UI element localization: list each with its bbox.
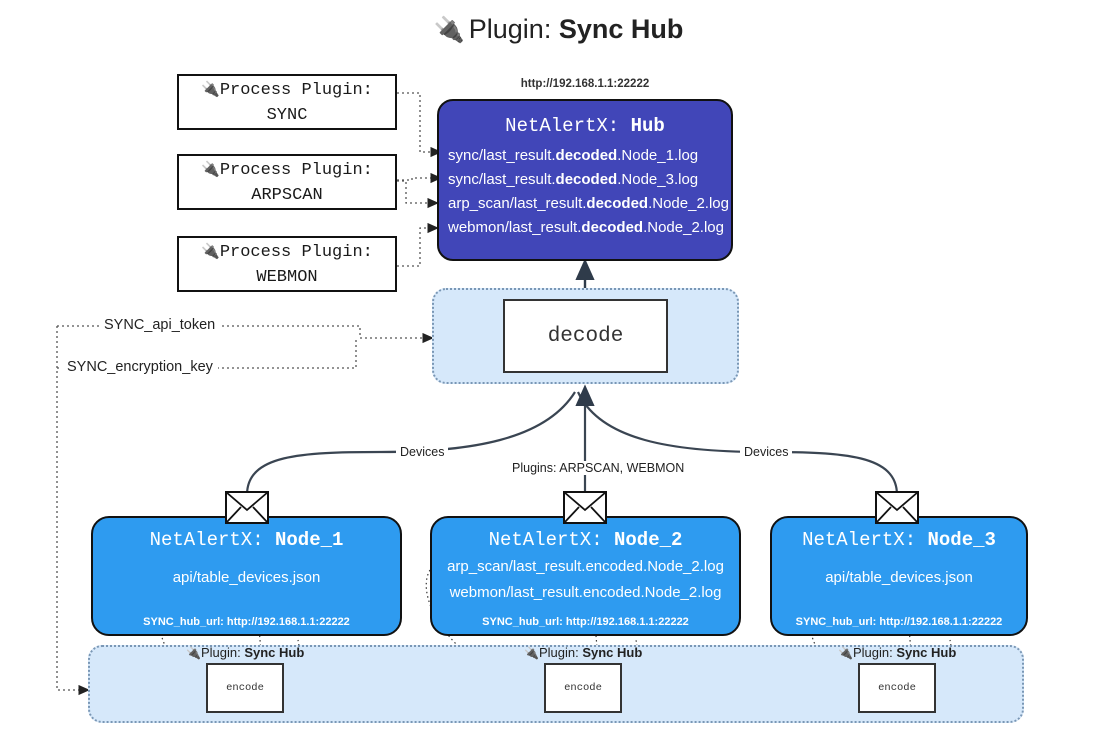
- title-prefix: Plugin:: [468, 14, 559, 44]
- plugin-zone-label-2: 🔌Plugin: Sync Hub: [524, 645, 643, 660]
- node-line: api/table_devices.json: [172, 569, 321, 586]
- plug-icon: 🔌: [201, 241, 220, 260]
- node-hub-url: SYNC_hub_url: http://192.168.1.1:22222: [795, 616, 1003, 628]
- plugin-zone-label-1: 🔌Plugin: Sync Hub: [186, 645, 305, 660]
- node-line: api/table_devices.json: [825, 569, 973, 586]
- encode-box-node-2[interactable]: encode: [544, 663, 622, 713]
- process-plugin-value: ARPSCAN: [251, 185, 323, 205]
- node-hub-url: SYNC_hub_url: http://192.168.1.1:22222: [482, 616, 689, 628]
- plugins-label-center: Plugins: ARPSCAN, WEBMON: [508, 461, 689, 475]
- encode-box-node-3[interactable]: encode: [858, 663, 936, 713]
- process-plugin-box-sync[interactable]: 🔌Process Plugin: SYNC: [177, 74, 397, 130]
- hub-log-line: sync/last_result.decoded.Node_3.log: [448, 171, 699, 188]
- process-plugin-label: Process Plugin:: [219, 242, 373, 262]
- plug-icon: 🔌: [524, 646, 539, 660]
- process-plugin-box-webmon[interactable]: 🔌Process Plugin: WEBMON: [177, 236, 397, 292]
- devices-label-right: Devices: [740, 445, 793, 459]
- hub-url-label: http://192.168.1.1:22222: [520, 78, 650, 90]
- node-line: webmon/last_result.encoded.Node_2.log: [449, 584, 722, 601]
- plug-icon: 🔌: [186, 646, 201, 660]
- hub-log-line: webmon/last_result.decoded.Node_2.log: [448, 219, 724, 236]
- plug-icon: 🔌: [433, 16, 465, 44]
- page-title: 🔌Plugin: Sync Hub: [0, 14, 1117, 45]
- node-title: NetAlertX: Node_1: [149, 529, 344, 551]
- process-plugin-label: Process Plugin:: [219, 160, 373, 180]
- plug-icon: 🔌: [201, 159, 220, 178]
- plugin-zone-label-3: 🔌Plugin: Sync Hub: [838, 645, 957, 660]
- node-title: NetAlertX: Node_3: [802, 529, 996, 551]
- hub-node[interactable]: NetAlertX: Hub sync/last_result.decoded.…: [437, 99, 733, 261]
- hub-title-name: Hub: [630, 115, 665, 137]
- title-name: Sync Hub: [558, 14, 684, 44]
- envelope-icon[interactable]: [563, 491, 607, 524]
- sync-api-token-label: SYNC_api_token: [99, 317, 221, 333]
- hub-log-line: arp_scan/last_result.decoded.Node_2.log: [448, 195, 729, 212]
- node-title: NetAlertX: Node_2: [488, 529, 683, 551]
- hub-log-line: sync/last_result.decoded.Node_1.log: [448, 147, 699, 164]
- process-plugin-value: WEBMON: [256, 267, 318, 287]
- plug-icon: 🔌: [201, 79, 220, 98]
- sync-encryption-key-label: SYNC_encryption_key: [62, 359, 218, 375]
- plugin-to-hub-connectors: [397, 92, 442, 267]
- encode-box-node-1[interactable]: encode: [206, 663, 284, 713]
- process-plugin-box-arpscan[interactable]: 🔌Process Plugin: ARPSCAN: [177, 154, 397, 210]
- node-line: arp_scan/last_result.encoded.Node_2.log: [447, 558, 724, 575]
- hub-title: NetAlertX: Hub: [439, 115, 731, 137]
- plug-icon: 🔌: [838, 646, 853, 660]
- hub-title-prefix: NetAlertX:: [505, 115, 631, 137]
- devices-label-left: Devices: [396, 445, 449, 459]
- envelope-icon[interactable]: [875, 491, 919, 524]
- decode-box[interactable]: decode: [503, 299, 668, 373]
- node-hub-url: SYNC_hub_url: http://192.168.1.1:22222: [143, 616, 350, 628]
- envelope-icon[interactable]: [225, 491, 269, 524]
- process-plugin-value: SYNC: [266, 105, 308, 125]
- process-plugin-label: Process Plugin:: [219, 80, 373, 100]
